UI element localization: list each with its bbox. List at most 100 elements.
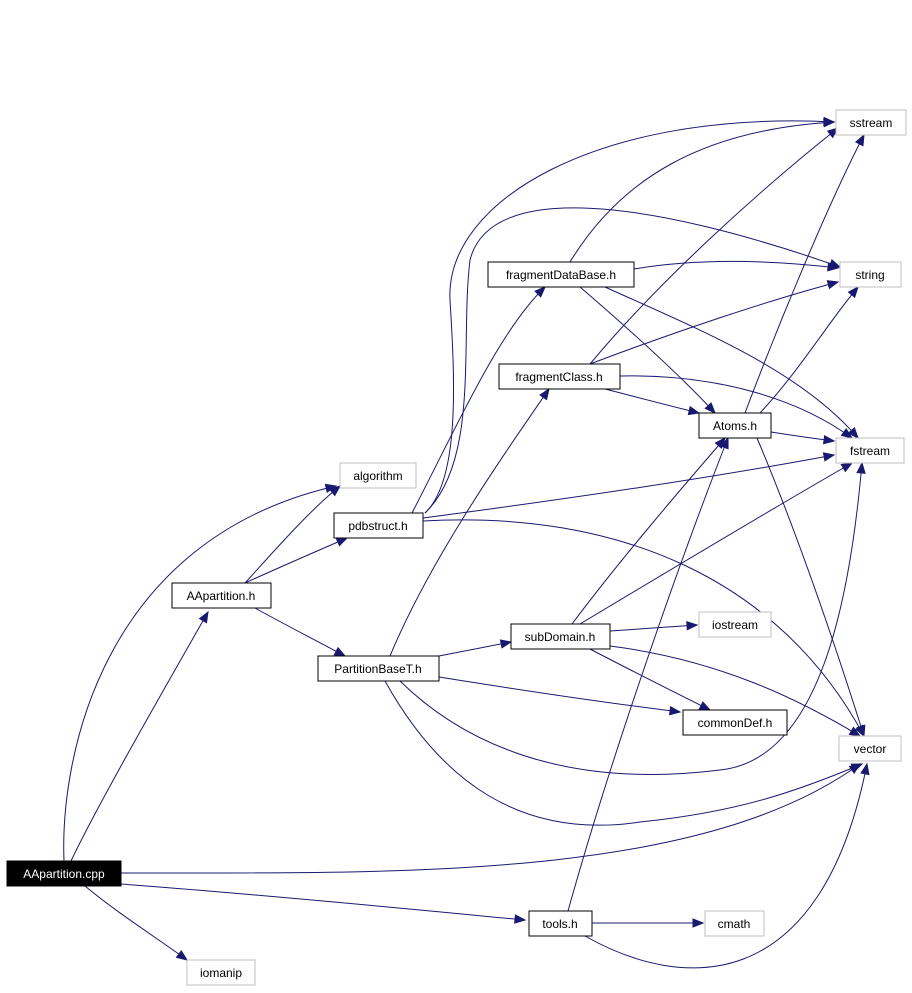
node-box [839,261,902,288]
arrowhead-aapartition_h-to-pdbstruct_h [335,537,349,547]
edge-fragmentdatabase_h-to-sstream [569,121,835,263]
edge-partitionbaset_h-to-subdomain_h [438,641,512,657]
node-fstream[interactable]: fstream [835,437,905,464]
edge-fragmentclass_h-to-fstream [619,375,853,439]
arrowhead-tools_h-to-vector [860,762,870,776]
arrowhead-atoms_h-to-vector [856,724,866,738]
arrowhead-aapartition_cpp-to-aapartition_h [198,610,209,624]
arrowhead-fragmentdatabase_h-to-fstream [847,426,859,440]
arrowhead-partitionbaset_h-to-fragmentclass_h [539,387,550,401]
edge-tools_h-to-atoms_h [567,437,729,912]
node-subdomain-h[interactable]: subDomain.h [510,623,611,650]
node-vector[interactable]: vector [838,735,902,762]
node-label: iostream [712,618,758,632]
arrowhead-tools_h-to-atoms_h [719,436,729,450]
node-box [498,363,621,390]
node-label: cmath [718,917,751,931]
arrowhead-fragmentclass_h-to-atoms_h [687,405,701,416]
edge-pdbstruct_h-to-fragmentdatabase_h [411,286,546,514]
arrowhead-fragmentdatabase_h-to-sstream [823,117,836,128]
node-label: commonDef.h [698,716,773,730]
edge-atoms_h-to-sstream [744,134,865,414]
node-box [838,735,902,762]
node-box [317,655,440,682]
node-box [698,611,772,638]
node-iostream[interactable]: iostream [698,611,772,638]
node-aapartition-h[interactable]: AApartition.h [171,582,272,609]
edge-aapartition_h-to-algorithm [244,485,341,584]
node-commondef-h[interactable]: commonDef.h [682,709,788,736]
node-box [682,709,788,736]
node-iomanip[interactable]: iomanip [186,959,256,986]
node-string[interactable]: string [839,261,902,288]
node-box [339,462,417,489]
node-label: pdbstruct.h [348,519,407,533]
edge-subdomain_h-to-commondef_h [589,648,711,711]
node-label: algorithm [353,469,402,483]
node-fragmentclass-h[interactable]: fragmentClass.h [498,363,621,390]
node-atoms-h[interactable]: Atoms.h [698,412,772,439]
arrowhead-fragmentdatabase_h-to-atoms_h [704,402,716,414]
node-tools-h[interactable]: tools.h [528,910,593,937]
edge-subdomain_h-to-iostream [609,624,698,632]
edge-atoms_h-to-string [759,286,859,414]
arrowhead-aapartition_cpp-to-iomanip [175,949,189,961]
edge-subdomain_h-to-fstream [579,462,853,625]
arrowhead-partitionbaset_h-to-fstream [856,461,866,474]
node-box [510,623,611,650]
arrowhead-partitionbaset_h-to-commondef_h [668,705,682,716]
node-box [835,437,905,464]
edge-pdbstruct_h-to-sstream [424,120,835,514]
node-algorithm[interactable]: algorithm [339,462,417,489]
node-partitionbaset-h[interactable]: PartitionBaseT.h [317,655,440,682]
edge-fragmentdatabase_h-to-fstream [604,286,859,439]
node-aapartition-cpp[interactable]: AApartition.cpp [6,860,122,887]
node-fragmentdatabase-h[interactable]: fragmentDataBase.h [487,261,635,288]
edge-aapartition_cpp-to-algorithm [63,485,337,862]
edge-pdbstruct_h-to-fstream [422,454,835,519]
node-label: fstream [850,444,890,458]
edge-aapartition_cpp-to-aapartition_h [70,611,209,862]
arrowhead-subdomain_h-to-iostream [686,621,699,631]
node-box [6,860,122,887]
node-label: vector [854,742,887,756]
node-cmath[interactable]: cmath [704,910,765,937]
edge-partitionbaset_h-to-commondef_h [438,676,681,713]
node-label: fragmentDataBase.h [506,268,616,282]
arrowhead-aapartition_cpp-to-tools_h [514,914,527,924]
edge-aapartition_cpp-to-vector [120,763,861,874]
edges-layer [63,116,870,969]
arrowhead-fragmentclass_h-to-string [826,280,840,290]
arrowhead-atoms_h-to-sstream [854,133,865,147]
edge-fragmentdatabase_h-to-atoms_h [579,286,716,414]
edge-partitionbaset_h-to-vector [384,680,863,826]
node-label: AApartition.h [187,589,256,603]
arrowhead-aapartition_h-to-partitionbaset_h [333,646,347,657]
edge-fragmentclass_h-to-sstream [589,127,839,365]
node-label: tools.h [542,917,577,931]
node-sstream[interactable]: sstream [835,109,907,136]
edge-aapartition_cpp-to-tools_h [120,883,526,921]
edge-partitionbaset_h-to-fragmentclass_h [389,388,550,657]
node-label: sstream [850,116,893,130]
edge-aapartition_h-to-partitionbaset_h [254,607,346,657]
edge-subdomain_h-to-atoms_h [571,437,726,625]
node-pdbstruct-h[interactable]: pdbstruct.h [333,512,424,539]
node-label: Atoms.h [713,419,757,433]
node-label: AApartition.cpp [23,867,105,881]
edge-aapartition_cpp-to-iomanip [84,885,188,961]
edge-fragmentdatabase_h-to-string [633,260,839,270]
edge-partitionbaset_h-to-fstream [399,462,863,775]
node-label: string [855,268,884,282]
arrowhead-subdomain_h-to-commondef_h [698,701,712,711]
edge-fragmentclass_h-to-atoms_h [604,388,700,414]
node-box [528,910,593,937]
edge-atoms_h-to-vector [756,437,865,737]
arrowhead-pdbstruct_h-to-fstream [822,452,836,462]
edge-pdbstruct_h-to-string [424,207,841,514]
edge-tools_h-to-vector [584,763,868,969]
arrowhead-atoms_h-to-fstream [822,434,836,445]
arrowhead-tools_h-to-cmath [692,918,705,928]
node-label: subDomain.h [525,630,596,644]
